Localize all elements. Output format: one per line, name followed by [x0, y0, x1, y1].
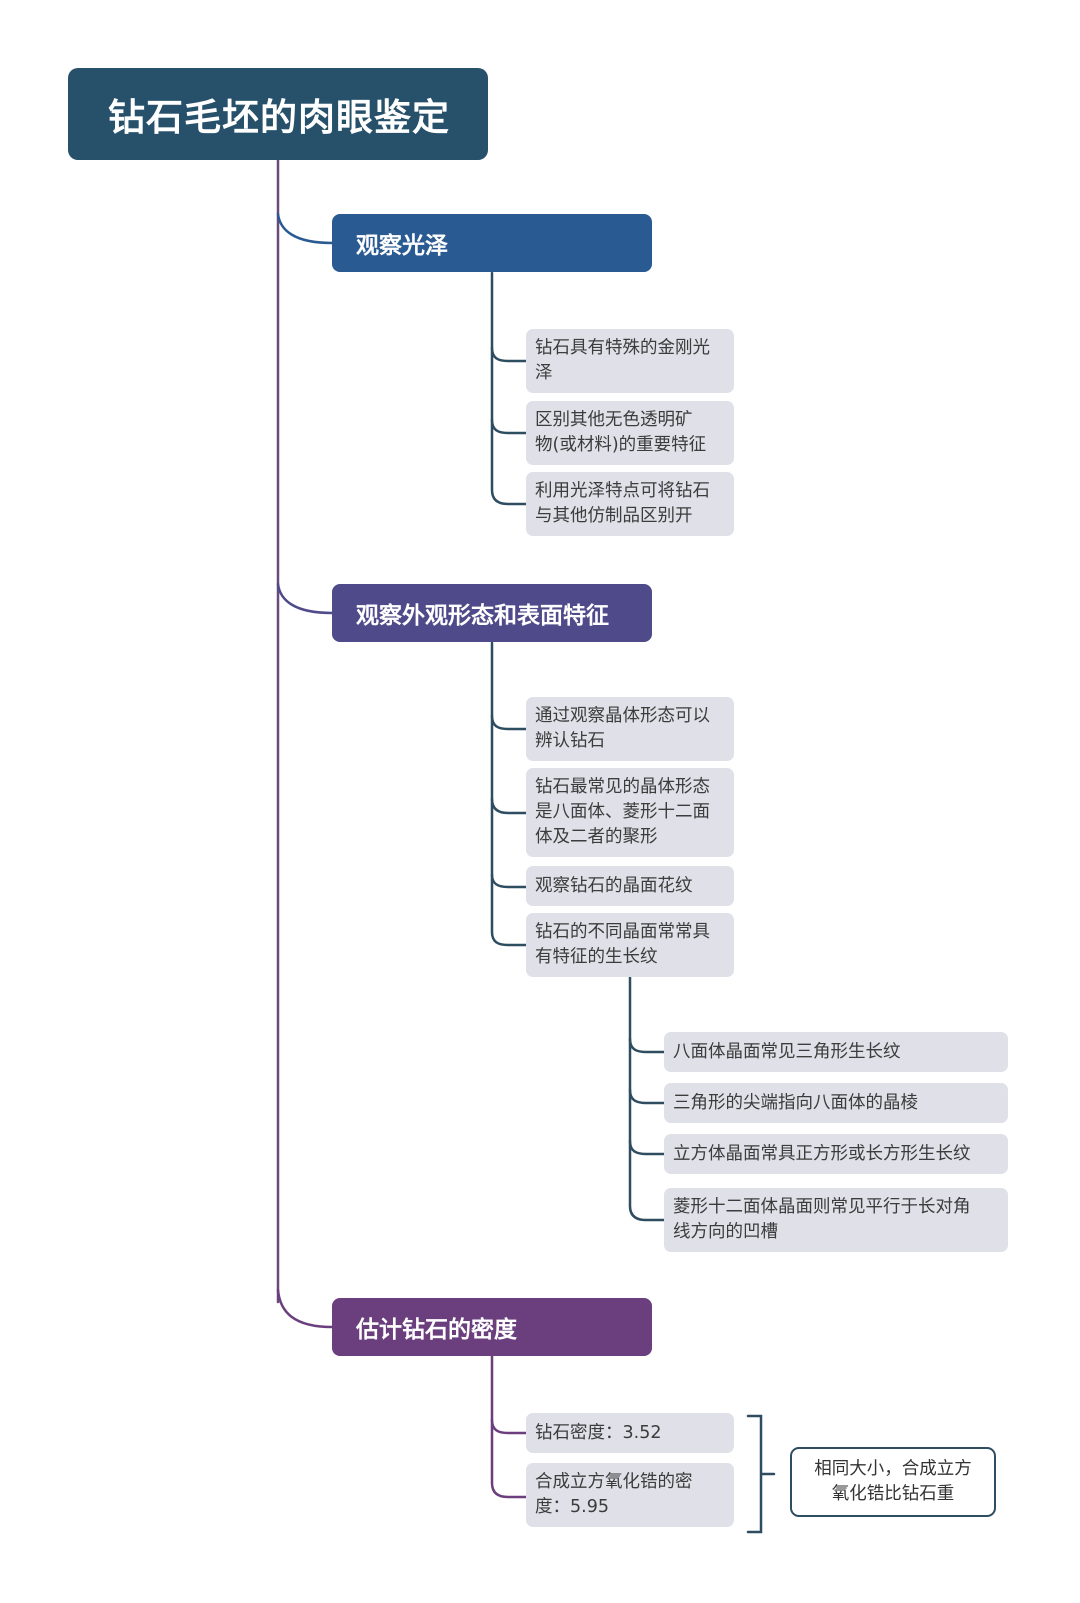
leaf-density-2: 合成立方氧化锆的密 度：5.95 — [526, 1463, 734, 1527]
leaf-morph-4: 钻石的不同晶面常常具 有特征的生长纹 — [526, 913, 734, 977]
subleaf-growth-1: 八面体晶面常见三角形生长纹 — [664, 1032, 1008, 1072]
root-to-branch-1 — [276, 212, 334, 245]
leaf-luster-1: 钻石具有特殊的金刚光 泽 — [526, 329, 734, 393]
branch-1-leaf-2 — [490, 418, 528, 435]
sub-leaf-3 — [628, 1139, 666, 1156]
sub-leaf-2 — [628, 1088, 666, 1105]
branch-title-density: 估计钻石的密度 — [332, 1298, 652, 1356]
leaf-morph-2: 钻石最常见的晶体形态 是八面体、菱形十二面 体及二者的聚形 — [526, 768, 734, 857]
summary-bracket — [746, 1414, 776, 1534]
branch-2-leaf-3 — [490, 873, 528, 889]
branch-2-stem — [490, 641, 528, 947]
branch-3-leaf-1 — [490, 1418, 528, 1435]
root-to-branch-2 — [276, 582, 334, 615]
branch-title-luster: 观察光泽 — [332, 214, 652, 272]
branch-title-morphology: 观察外观形态和表面特征 — [332, 584, 652, 642]
leaf-density-1: 钻石密度：3.52 — [526, 1413, 734, 1453]
sub-leaf-1 — [628, 1037, 666, 1054]
subleaf-growth-2: 三角形的尖端指向八面体的晶棱 — [664, 1083, 1008, 1123]
branch-1-stem — [490, 271, 528, 506]
branch-3-stem — [490, 1354, 528, 1499]
subleaf-growth-3: 立方体晶面常具正方形或长方形生长纹 — [664, 1134, 1008, 1174]
root-title: 钻石毛坯的肉眼鉴定 — [68, 68, 488, 160]
branch-2-leaf-1 — [490, 714, 528, 731]
sub-stem — [628, 975, 666, 1222]
subleaf-growth-4: 菱形十二面体晶面则常见平行于长对角 线方向的凹槽 — [664, 1188, 1008, 1252]
branch-2-leaf-2 — [490, 797, 528, 815]
leaf-morph-3: 观察钻石的晶面花纹 — [526, 866, 734, 906]
leaf-luster-2: 区别其他无色透明矿 物(或材料)的重要特征 — [526, 401, 734, 465]
branch-1-leaf-1 — [490, 346, 528, 363]
leaf-morph-1: 通过观察晶体形态可以 辨认钻石 — [526, 697, 734, 761]
root-to-branch-3 — [276, 1288, 334, 1329]
summary-box: 相同大小，合成立方 氧化锆比钻石重 — [790, 1447, 996, 1517]
leaf-luster-3: 利用光泽特点可将钻石 与其他仿制品区别开 — [526, 472, 734, 536]
